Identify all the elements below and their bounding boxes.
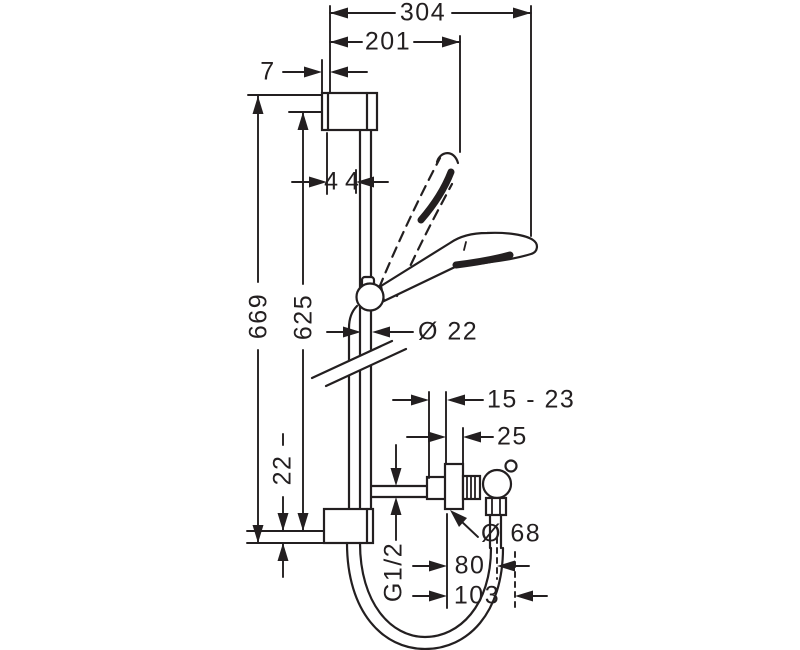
dim-label-wall-depth-range: 15 - 23 — [487, 385, 576, 414]
hand-shower-dashed-position — [377, 152, 460, 298]
rail-break — [310, 339, 408, 388]
dim-label-rail-centre-offset: 44 — [324, 167, 366, 196]
dim-label-escutcheon-diameter: Ø 68 — [481, 519, 542, 548]
top-bracket — [320, 91, 379, 132]
dim-label-bracket-offset: 7 — [260, 57, 276, 86]
escutcheon — [443, 462, 465, 511]
spray-face — [452, 251, 514, 269]
dim-label-overall-projection: 304 — [399, 0, 447, 27]
dim-label-rail-diameter: Ø 22 — [418, 317, 479, 346]
valve-knob — [481, 468, 513, 500]
dim-label-thread-size: G1/2 — [379, 541, 408, 603]
shower-valve — [370, 459, 518, 550]
outlet-nut — [484, 496, 508, 517]
bottom-bracket — [322, 507, 375, 545]
dim-label-bar-height: 625 — [289, 293, 318, 341]
dim-label-escutcheon-depth: 25 — [497, 422, 528, 451]
outlet-hose — [488, 513, 503, 550]
dim-label-outlet-offset-outer: 103 — [453, 581, 501, 610]
dim-label-bottom-end-offset: 22 — [268, 454, 297, 486]
dim-label-outlet-offset: 80 — [454, 551, 486, 580]
dimension-lines — [246, 5, 548, 609]
hose-upper — [347, 304, 359, 511]
shower-rail — [310, 91, 538, 650]
hand-shower — [379, 231, 538, 303]
dim-label-handshower-projection: 201 — [364, 27, 412, 56]
ribbed-adapter — [461, 474, 482, 501]
valve-lever — [504, 459, 518, 473]
holder-ball — [355, 282, 385, 312]
hose-loop — [345, 541, 505, 650]
dim-label-overall-height: 669 — [244, 292, 273, 340]
